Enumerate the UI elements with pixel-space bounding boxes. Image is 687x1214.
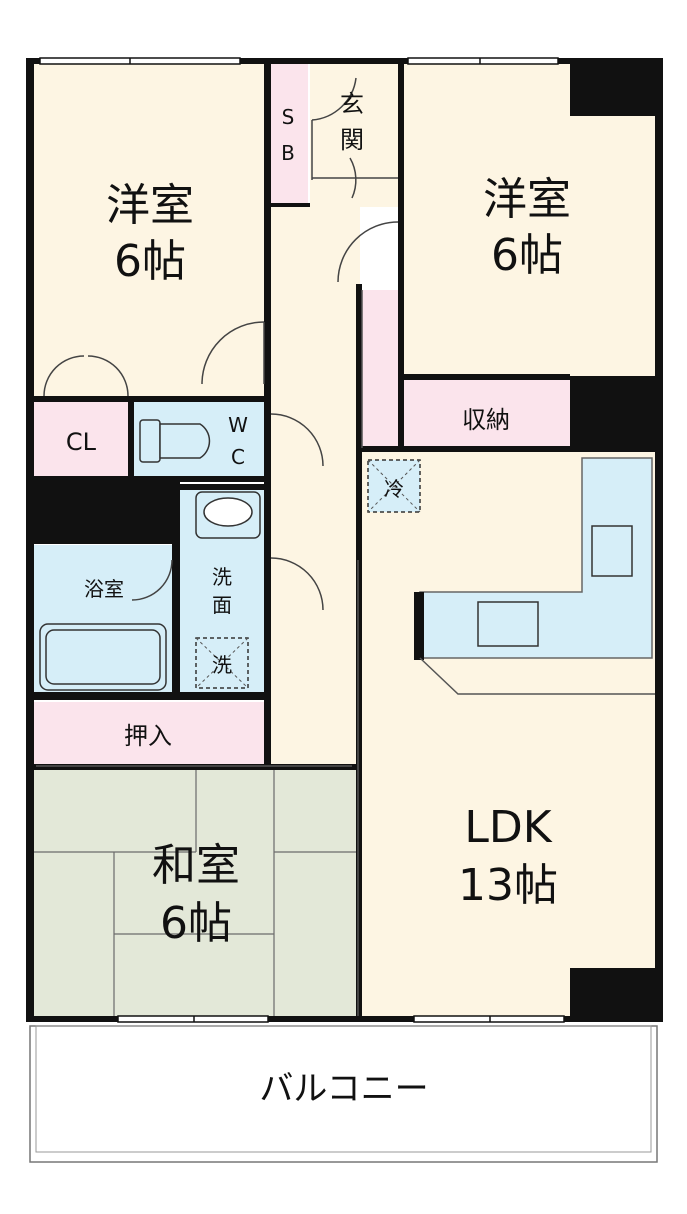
room-size-western-right: 6帖 <box>491 230 563 281</box>
storage-label: 収納 <box>462 406 510 434</box>
room-name-western-left: 洋室 <box>106 180 194 231</box>
kitchen-wall <box>414 592 424 660</box>
shoe-box-label-1: S <box>282 105 295 129</box>
floor-corridor <box>270 205 360 765</box>
entrance-label-1: 玄 <box>340 90 364 118</box>
room-size-japanese: 6帖 <box>160 898 232 949</box>
balcony-area <box>29 1025 658 1163</box>
room-size-ldk: 13帖 <box>458 860 558 911</box>
room-name-western-right: 洋室 <box>483 174 571 225</box>
floor-closet-cl <box>34 402 128 476</box>
room-name-japanese: 和室 <box>152 840 240 891</box>
room-size-western-left: 6帖 <box>114 236 186 287</box>
toilet-label-2: C <box>231 445 245 469</box>
washroom-label-2: 面 <box>212 593 232 617</box>
balcony-inner <box>35 1025 652 1153</box>
sliding-doors <box>36 290 363 1016</box>
washer-label: 洗 <box>212 653 232 677</box>
dashed-crosses <box>195 459 421 689</box>
walls <box>26 58 663 1022</box>
floor-western-left <box>30 62 266 398</box>
floor-corridor-closet <box>362 290 400 448</box>
toilet-label-1: W <box>228 413 248 437</box>
entrance-label-2: 関 <box>340 126 364 154</box>
balcony-label: バルコニー <box>259 1069 428 1109</box>
windows <box>39 57 565 1023</box>
floor-storage-right <box>402 380 572 448</box>
room-name-ldk: LDK <box>464 802 552 853</box>
door-swings <box>43 77 399 611</box>
bathroom-label: 浴室 <box>84 577 124 601</box>
fridge-label: 冷 <box>384 477 404 501</box>
room-closet-label: CL <box>66 428 97 456</box>
oshiire-label: 押入 <box>124 722 172 750</box>
floor-oshiire <box>34 702 264 764</box>
shoe-box-label-2: B <box>281 141 295 165</box>
floor-shoe-box <box>270 62 308 205</box>
floor-japanese <box>34 770 356 1017</box>
tatami-grid <box>34 770 356 1017</box>
washroom-label-1: 洗 <box>212 565 232 589</box>
kitchen-line <box>419 657 655 695</box>
